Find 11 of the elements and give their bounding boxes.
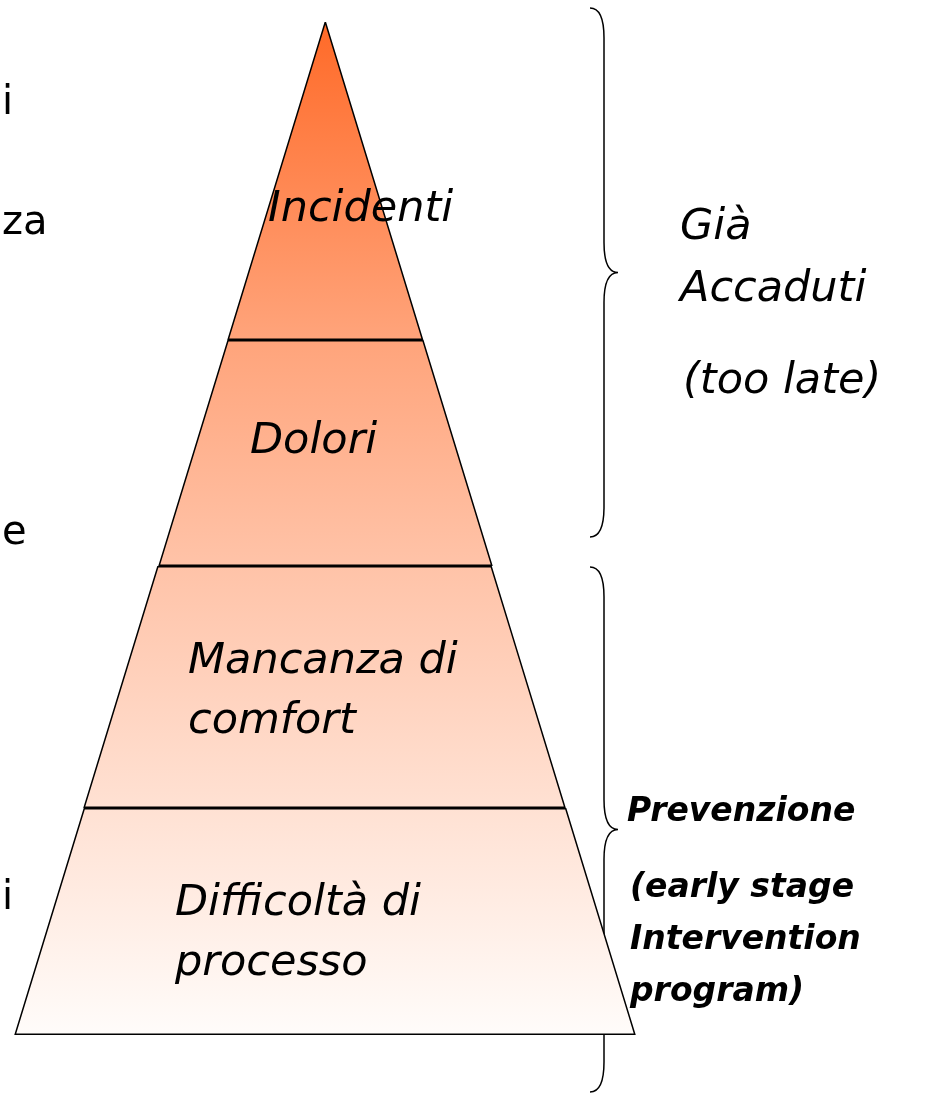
band-label: Difficoltà di processo <box>175 874 423 987</box>
text-fragment: za <box>2 196 48 245</box>
occurred-note: (too late) <box>683 353 883 403</box>
prevention-note: (early stage Intervention program) <box>630 865 862 1011</box>
text-fragment: e <box>2 506 27 555</box>
prevention-note: Prevenzione <box>627 789 857 831</box>
band-label: Dolori <box>250 412 379 465</box>
text-fragment: i <box>2 76 14 125</box>
occurred-note: Già Accaduti <box>680 198 868 313</box>
text-fragment: i <box>2 871 14 920</box>
band-label: Mancanza di comfort <box>188 632 459 745</box>
